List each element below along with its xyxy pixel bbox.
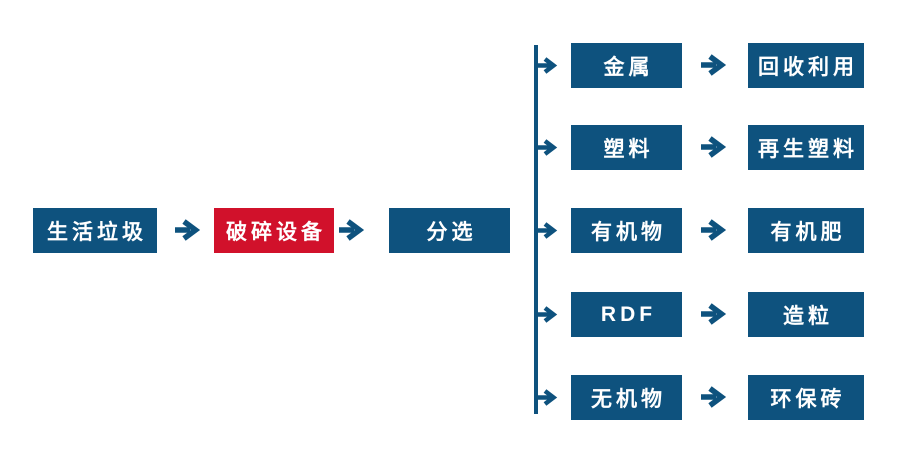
arrow-right-icon [536,222,558,239]
arrow-right-icon [536,139,558,156]
node-household-waste-label: 生活垃圾 [47,220,147,244]
category-label: 无机物 [591,387,666,411]
arrow-right-icon [536,389,558,406]
result-label: 有机肥 [770,220,846,244]
arrow-right-icon [701,136,727,158]
branch-row: 金属 回收利用 [0,43,900,88]
category-node: 有机物 [571,208,682,253]
category-label: 金属 [603,55,654,79]
branch-row: 无机物 环保砖 [0,375,900,420]
category-label: 有机物 [591,220,666,244]
branch-row: 塑料 再生塑料 [0,125,900,170]
result-node: 再生塑料 [748,125,864,170]
node-crushing-equipment: 破碎设备 [214,208,334,253]
result-label: 回收利用 [758,55,858,79]
arrow-right-icon [536,57,558,74]
result-node: 有机肥 [748,208,864,253]
arrow-right-icon [701,386,727,408]
category-node: RDF [571,292,682,337]
branch-row: 有机物 有机肥 [0,208,900,253]
arrow-right-icon [536,306,558,323]
branch-row: RDF 造粒 [0,292,900,337]
node-household-waste: 生活垃圾 [33,208,157,253]
category-node: 塑料 [571,125,682,170]
category-node: 无机物 [571,375,682,420]
result-label: 环保砖 [770,387,846,411]
result-node: 环保砖 [748,375,864,420]
category-label: 塑料 [603,137,654,161]
node-crushing-equipment-label: 破碎设备 [226,220,326,244]
result-label: 再生塑料 [758,137,858,161]
arrow-right-icon [175,219,201,241]
arrow-right-icon [701,303,727,325]
node-sorting-label: 分选 [426,220,477,244]
arrow-right-icon [701,219,727,241]
arrow-right-icon [339,219,365,241]
node-sorting: 分选 [389,208,510,253]
category-node: 金属 [571,43,682,88]
result-node: 造粒 [748,292,864,337]
result-node: 回收利用 [748,43,864,88]
arrow-right-icon [701,54,727,76]
category-label: RDF [600,302,657,326]
result-label: 造粒 [783,304,833,328]
